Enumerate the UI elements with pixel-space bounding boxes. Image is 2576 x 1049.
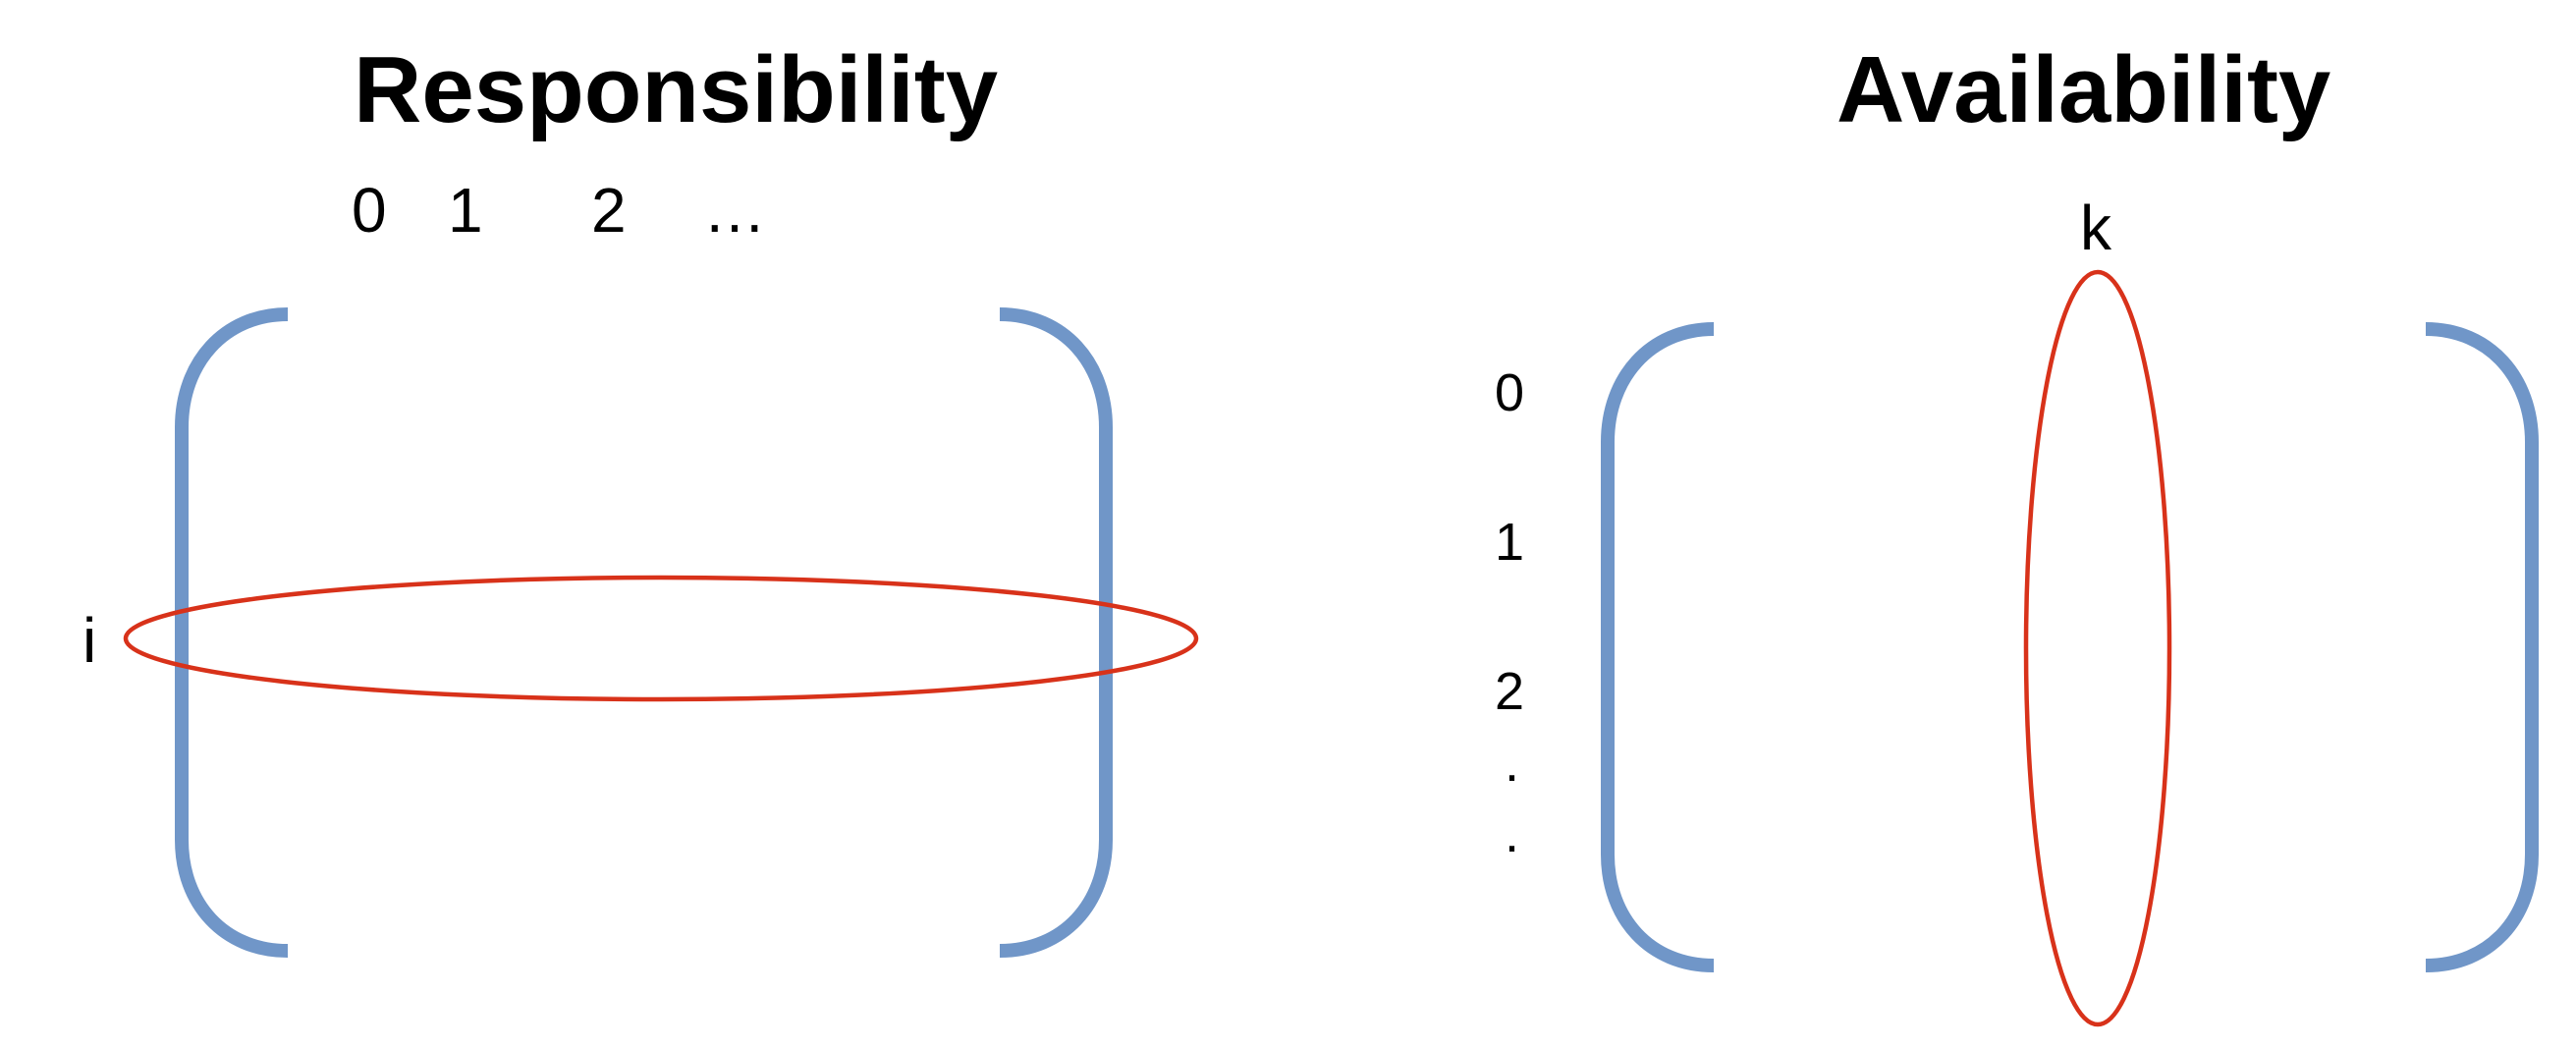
responsibility-left-bracket: [175, 307, 289, 958]
responsibility-col-label-2: 2: [591, 175, 627, 246]
responsibility-col-label-ellipsis: …: [703, 175, 766, 246]
responsibility-row-highlight: [123, 575, 1199, 702]
availability-row-label-dot-2: .: [1505, 804, 1520, 863]
responsibility-row-label-i: i: [82, 605, 97, 676]
responsibility-title: Responsibility: [354, 37, 999, 142]
availability-title: Availability: [1836, 37, 2331, 142]
responsibility-right-bracket: [999, 307, 1113, 958]
responsibility-col-label-0: 0: [352, 175, 387, 246]
availability-row-label-2: 2: [1495, 662, 1525, 721]
responsibility-col-label-1: 1: [448, 175, 483, 246]
availability-row-label-0: 0: [1495, 363, 1525, 422]
availability-column-highlight: [2023, 269, 2172, 1027]
availability-row-label-dot-1: .: [1505, 734, 1520, 793]
availability-col-label-k: k: [2080, 193, 2111, 263]
availability-row-label-1: 1: [1495, 513, 1525, 572]
availability-right-bracket: [2425, 322, 2539, 972]
availability-left-bracket: [1601, 322, 1715, 972]
